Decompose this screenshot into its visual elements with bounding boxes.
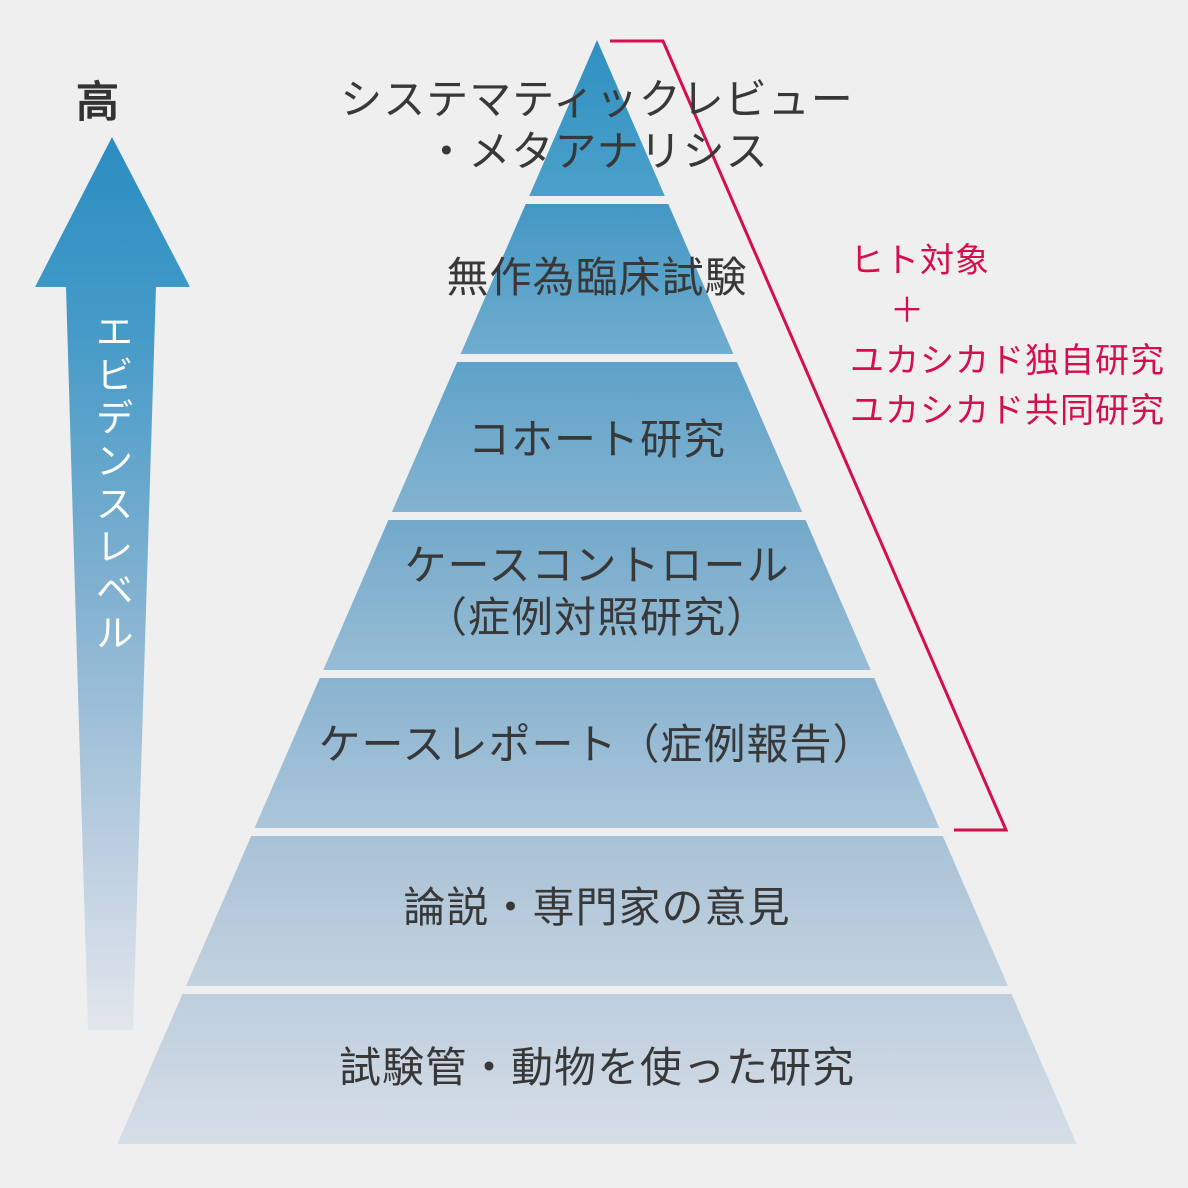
pyramid-band-5 bbox=[254, 678, 940, 828]
pyramid-band-3 bbox=[391, 362, 803, 512]
human-studies-annotation: ヒト対象 ＋ ユカシカド独自研究 ユカシカド共同研究 bbox=[850, 236, 1165, 436]
annotation-line-original-research: ユカシカド独自研究 bbox=[850, 342, 1165, 380]
pyramid-band-2 bbox=[460, 204, 734, 354]
annotation-line-human-subject: ヒト対象 bbox=[850, 242, 990, 280]
evidence-level-arrow bbox=[35, 137, 190, 1030]
band-label-systematic-review: システマティックレビュー ・メタアナリシス bbox=[340, 76, 854, 175]
band-label-cohort-study: コホート研究 bbox=[467, 416, 726, 463]
annotation-line-plus: ＋ bbox=[890, 292, 925, 330]
human-studies-bracket bbox=[610, 39, 1009, 832]
band-label-case-report: ケースレポート（症例報告） bbox=[318, 721, 876, 768]
pyramid-band-6 bbox=[186, 836, 1008, 986]
evidence-level-axis-label: エビデンスレベル bbox=[89, 312, 131, 656]
band-label-randomized-trials: 無作為臨床試験 bbox=[446, 254, 748, 301]
pyramid-band-7 bbox=[117, 994, 1077, 1144]
pyramid-band-1 bbox=[529, 40, 665, 196]
pyramid-band-4 bbox=[323, 520, 871, 670]
evidence-high-label: 高 bbox=[76, 79, 120, 127]
band-label-case-control: ケースコントロール （症例対照研究） bbox=[404, 542, 790, 641]
band-label-expert-opinion: 論説・専門家の意見 bbox=[403, 884, 791, 931]
band-label-invitro-animal: 試験管・動物を使った研究 bbox=[338, 1044, 855, 1091]
annotation-line-joint-research: ユカシカド共同研究 bbox=[850, 392, 1165, 430]
